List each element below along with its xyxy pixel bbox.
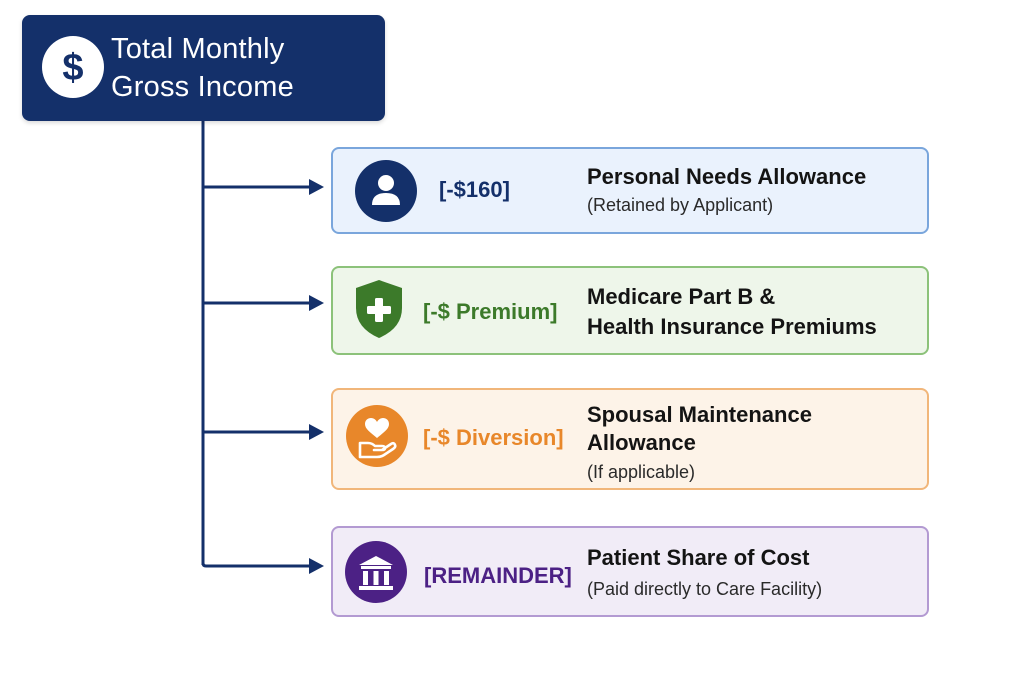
deduction-subtitle: (Retained by Applicant) [587, 195, 774, 215]
bank-icon [345, 541, 407, 603]
deduction-amount: [-$ Premium] [423, 299, 558, 324]
deduction-amount: [-$160] [439, 177, 510, 202]
connector-arrow-2 [202, 295, 324, 311]
dollar-icon: $ [42, 36, 104, 98]
root-title-line1: Total Monthly [111, 33, 285, 65]
deduction-card-personal-needs [331, 147, 929, 234]
deduction-title-line1: Medicare Part B & [587, 284, 776, 309]
deduction-title-line2: Allowance [587, 430, 696, 455]
deduction-card-spousal-maintenance [331, 388, 929, 490]
shield-plus-icon [348, 278, 410, 340]
deduction-subtitle: (Paid directly to Care Facility) [587, 579, 823, 599]
root-title-line2: Gross Income [111, 71, 294, 103]
svg-text:$: $ [62, 47, 83, 89]
deduction-title-line2: Health Insurance Premiums [587, 314, 877, 339]
deduction-amount: [REMAINDER] [424, 563, 572, 588]
user-icon [355, 160, 417, 222]
deduction-card-patient-share-of-cost [331, 526, 929, 617]
deduction-title: Personal Needs Allowance [587, 164, 867, 189]
deduction-title-line1: Spousal Maintenance [587, 402, 812, 427]
root-title: Total Monthly Gross Income [111, 15, 351, 121]
heart-hand-icon [346, 405, 408, 467]
connector-arrow-4 [201, 558, 324, 574]
deduction-title: Patient Share of Cost [587, 545, 810, 570]
connector-arrow-1 [202, 179, 324, 195]
deduction-card-medicare-premiums [331, 266, 929, 355]
deduction-subtitle: (If applicable) [587, 462, 696, 482]
connector-arrow-3 [202, 424, 324, 440]
deduction-amount: [-$ Diversion] [423, 425, 564, 450]
